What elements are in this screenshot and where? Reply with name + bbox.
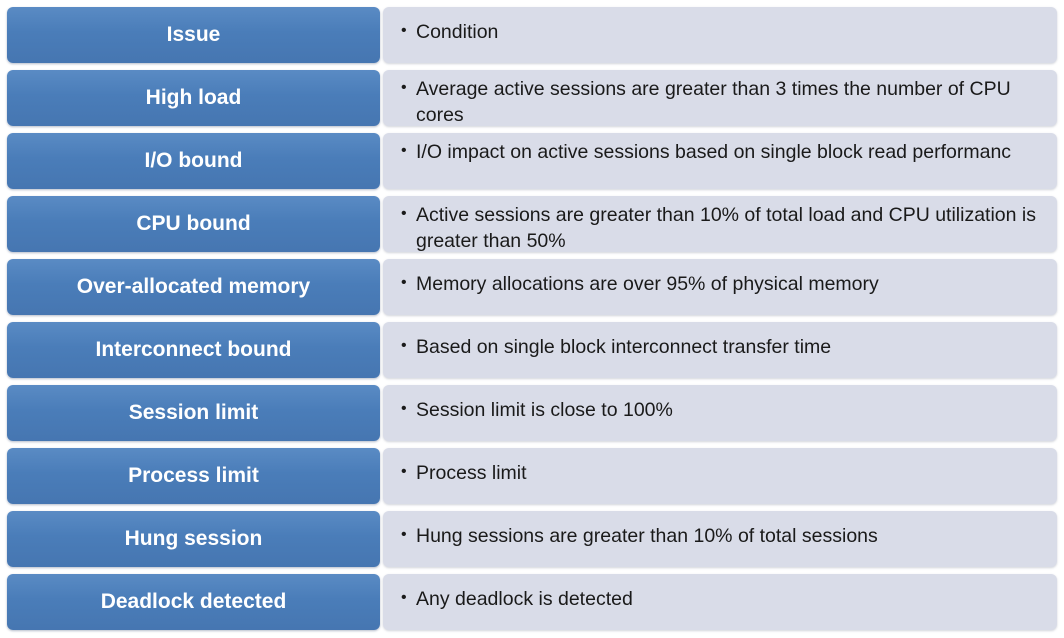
- table-row-header: Issue • Condition: [0, 7, 1064, 63]
- table-row: CPU bound • Active sessions are greater …: [0, 196, 1064, 252]
- table-row: I/O bound • I/O impact on active session…: [0, 133, 1064, 189]
- issue-cell: Over-allocated memory: [7, 259, 380, 315]
- bullet-icon: •: [401, 79, 407, 96]
- condition-cell: • Active sessions are greater than 10% o…: [383, 196, 1057, 252]
- issue-cell: Interconnect bound: [7, 322, 380, 378]
- bullet-icon: •: [401, 337, 407, 354]
- table-row: Hung session • Hung sessions are greater…: [0, 511, 1064, 567]
- bullet-icon: •: [401, 589, 407, 606]
- table-row: Process limit • Process limit: [0, 448, 1064, 504]
- table-row: Session limit • Session limit is close t…: [0, 385, 1064, 441]
- condition-cell: • Hung sessions are greater than 10% of …: [383, 511, 1057, 567]
- table-row: High load • Average active sessions are …: [0, 70, 1064, 126]
- bullet-icon: •: [401, 142, 407, 159]
- table-row: Deadlock detected • Any deadlock is dete…: [0, 574, 1064, 630]
- issue-cell: Issue: [7, 7, 380, 63]
- condition-cell: • Process limit: [383, 448, 1057, 504]
- condition-cell: • Session limit is close to 100%: [383, 385, 1057, 441]
- condition-text: Any deadlock is detected: [416, 588, 633, 610]
- condition-cell: • I/O impact on active sessions based on…: [383, 133, 1057, 189]
- bullet-icon: •: [401, 274, 407, 291]
- bullet-icon: •: [401, 463, 407, 480]
- bullet-icon: •: [401, 400, 407, 417]
- condition-text: Based on single block interconnect trans…: [416, 336, 832, 358]
- issue-cell: Hung session: [7, 511, 380, 567]
- condition-text: I/O impact on active sessions based on s…: [416, 141, 1012, 163]
- issue-cell: High load: [7, 70, 380, 126]
- condition-text: Condition: [416, 21, 499, 43]
- issue-cell: Process limit: [7, 448, 380, 504]
- condition-cell: • Condition: [383, 7, 1057, 63]
- condition-text: Hung sessions are greater than 10% of to…: [416, 525, 878, 547]
- issue-cell: CPU bound: [7, 196, 380, 252]
- condition-text: Process limit: [416, 462, 527, 484]
- bullet-icon: •: [401, 526, 407, 543]
- condition-text: Session limit is close to 100%: [416, 399, 673, 421]
- condition-text: Memory allocations are over 95% of physi…: [416, 273, 879, 295]
- condition-cell: • Memory allocations are over 95% of phy…: [383, 259, 1057, 315]
- table-row: Over-allocated memory • Memory allocatio…: [0, 259, 1064, 315]
- condition-cell: • Based on single block interconnect tra…: [383, 322, 1057, 378]
- condition-text: Active sessions are greater than 10% of …: [416, 204, 1037, 252]
- issue-cell: Deadlock detected: [7, 574, 380, 630]
- condition-text: Average active sessions are greater than…: [416, 78, 1011, 126]
- condition-cell: • Any deadlock is detected: [383, 574, 1057, 630]
- condition-cell: • Average active sessions are greater th…: [383, 70, 1057, 126]
- bullet-icon: •: [401, 205, 407, 222]
- issue-cell: Session limit: [7, 385, 380, 441]
- bullet-icon: •: [401, 22, 407, 39]
- issue-cell: I/O bound: [7, 133, 380, 189]
- table-row: Interconnect bound • Based on single blo…: [0, 322, 1064, 378]
